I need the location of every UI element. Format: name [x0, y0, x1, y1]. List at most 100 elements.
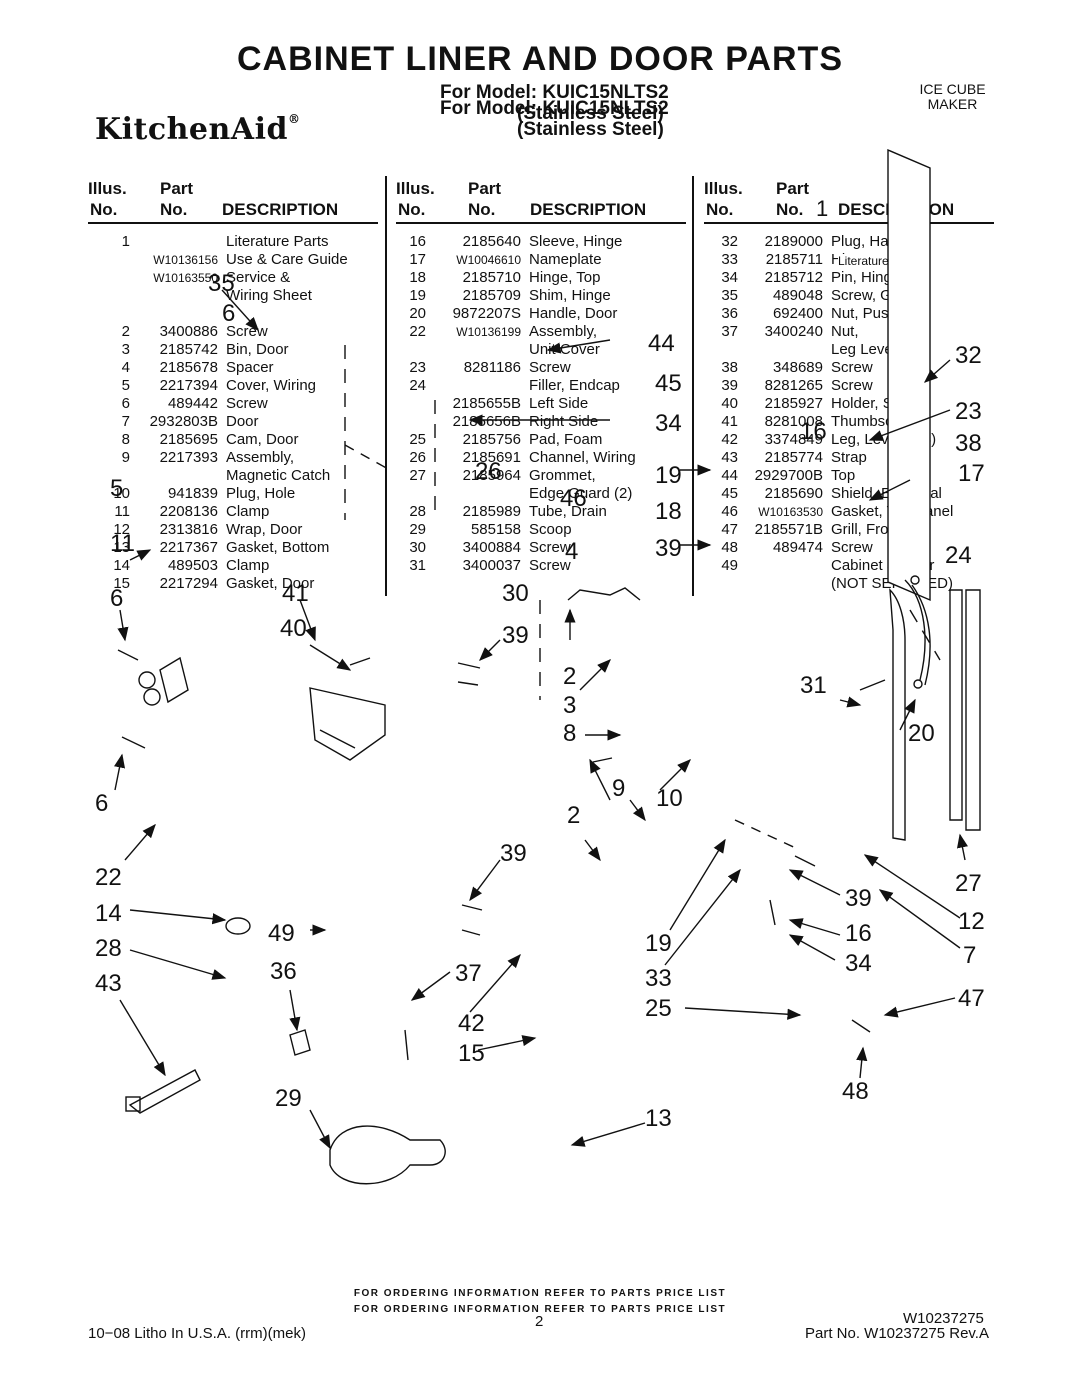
illus-label: Illus. [704, 179, 743, 198]
callout-32: 32 [955, 342, 982, 369]
callout-39: 39 [655, 535, 682, 562]
part-number: 2217393 [159, 449, 218, 466]
callout-33: 33 [645, 965, 672, 992]
part-description: Assembly, [529, 323, 598, 340]
part-description: Channel, Wiring [529, 449, 636, 466]
illus-number: 38 [721, 359, 738, 376]
part-number: 2929700B [754, 467, 823, 484]
push-nut [289, 1029, 311, 1056]
part-description: Plug, Hole [226, 485, 296, 502]
description-label: DESCRIPTION [222, 200, 339, 219]
part-description: Bin, Door [226, 341, 289, 358]
header-rule [704, 222, 994, 224]
callout-20: 20 [908, 720, 935, 747]
callout-34: 34 [655, 410, 682, 437]
side-strip-right [965, 589, 981, 831]
callout-40: 40 [280, 615, 307, 642]
part-description: Clamp [226, 503, 270, 520]
bracket [159, 656, 189, 704]
illus-number: 32 [721, 233, 738, 250]
part-description: Pad, Foam [529, 431, 603, 448]
callout-2: 2 [567, 802, 581, 829]
callout-13: 13 [645, 1105, 672, 1132]
illus-number: 15 [113, 575, 130, 592]
part-number: 489442 [167, 395, 218, 412]
callout-15: 15 [458, 1040, 485, 1067]
unit-cover [309, 687, 386, 761]
part-description: Handle, Door [529, 305, 618, 322]
parts-row: Magnetic Catch [108, 467, 376, 485]
part-number: 2185711 [765, 251, 823, 268]
illus-number: 16 [409, 233, 426, 250]
illus-label: Illus. [396, 179, 435, 198]
brand-logo: KitchenAid® [95, 112, 300, 147]
callout-3: 3 [563, 692, 577, 719]
part-description: Use & Care Guide [226, 251, 348, 268]
part-label: Part [776, 179, 810, 198]
illus-number: 24 [409, 377, 426, 394]
part-description: Screw [831, 377, 873, 394]
callout-16: 16 [800, 418, 827, 445]
part-number: W10046610 [456, 253, 521, 267]
illus-number: 14 [113, 557, 130, 574]
part-number: W10163550 [153, 271, 218, 285]
part-number: Part No. W10237275 Rev.A [805, 1325, 989, 1342]
part-number: 2208136 [159, 503, 218, 520]
part-number: 2185927 [764, 395, 823, 412]
part-description: Spacer [226, 359, 274, 376]
part-label: Part [160, 179, 194, 198]
illus-number: 29 [409, 521, 426, 538]
part-number: 2932803B [149, 413, 218, 430]
part-number: 2185678 [159, 359, 218, 376]
illus-number: 45 [721, 485, 738, 502]
part-description: Shim, Hinge [529, 287, 611, 304]
callout-19: 19 [645, 930, 672, 957]
part-number: 3400884 [462, 539, 521, 556]
callout-48: 48 [842, 1078, 869, 1105]
finish-label: (Stainless Steel) [517, 103, 664, 124]
part-number: 2185709 [462, 287, 521, 304]
part-number: 2185712 [764, 269, 823, 286]
illus-number: 17 [409, 251, 426, 268]
callout-8: 8 [563, 720, 577, 747]
illus-number: 35 [721, 287, 738, 304]
illus-number: 43 [721, 449, 738, 466]
callout-5: 5 [110, 475, 124, 502]
part-number: 2185989 [462, 503, 521, 520]
part-description: Cam, Door [226, 431, 299, 448]
illus-number: 20 [409, 305, 426, 322]
illus-number: 22 [409, 323, 426, 340]
no-label: No. [776, 200, 804, 219]
header-rule [88, 222, 378, 224]
illus-number: 12 [113, 521, 130, 538]
callout-39: 39 [500, 840, 527, 867]
illus-number: 7 [121, 413, 130, 430]
part-number: 2217367 [159, 539, 218, 556]
callout-14: 14 [95, 900, 122, 927]
part-number: 2185691 [462, 449, 521, 466]
door-gasket [889, 588, 906, 841]
column-divider [385, 176, 387, 596]
part-number: 2185756 [462, 431, 521, 448]
registered-mark: ® [287, 112, 301, 126]
callout-45: 45 [655, 370, 682, 397]
part-number: 489474 [772, 539, 823, 556]
part-number: 2217394 [159, 377, 218, 394]
illus-number: 3 [121, 341, 130, 358]
